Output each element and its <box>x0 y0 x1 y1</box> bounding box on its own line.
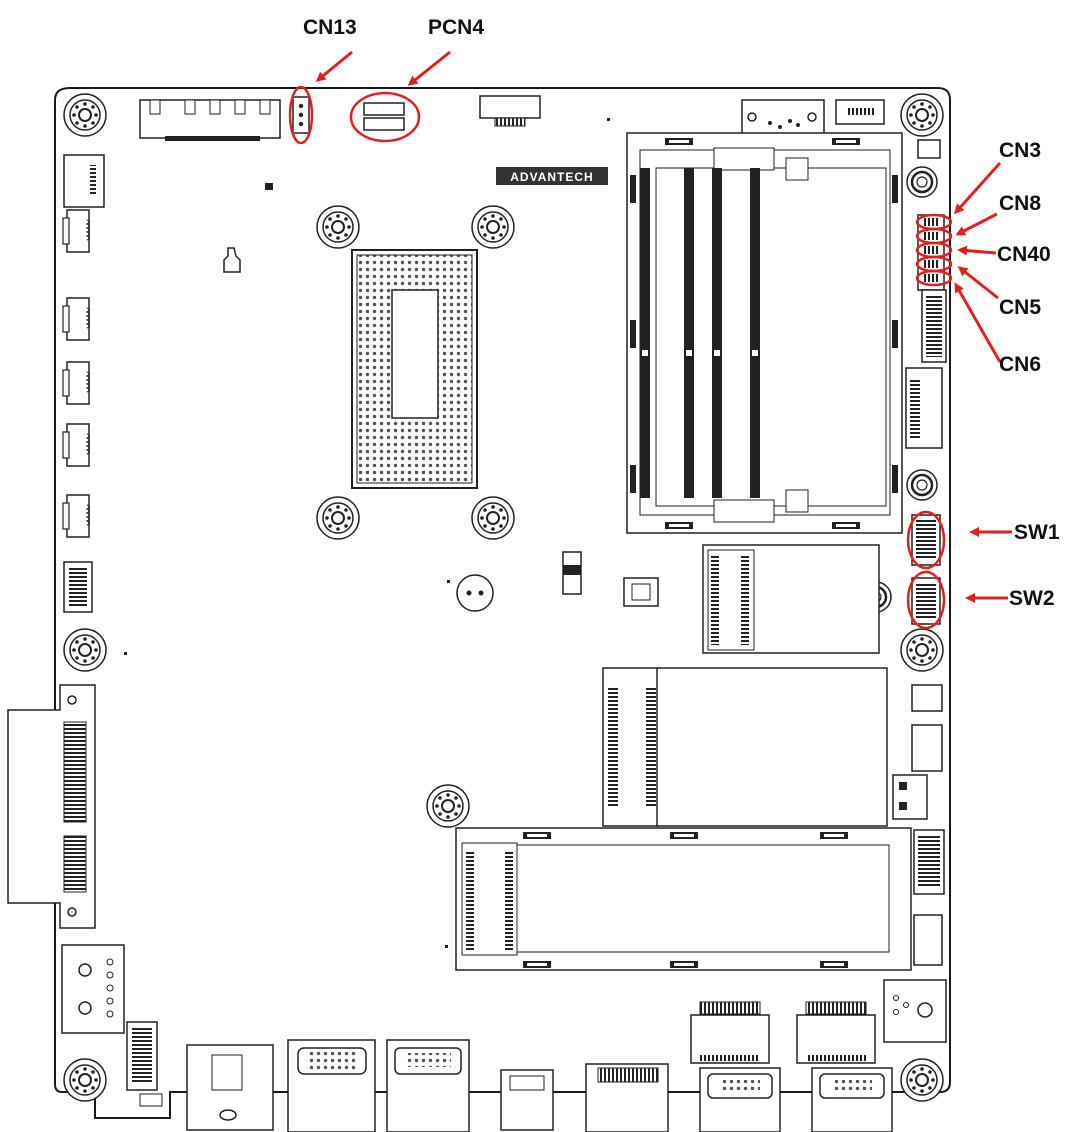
dimm-sockets <box>626 132 903 534</box>
right-lower-headers <box>445 684 947 1043</box>
callout-cn13: CN13 <box>303 16 357 39</box>
callout-cn8: CN8 <box>999 192 1042 215</box>
cn13-highlight <box>288 85 314 145</box>
cn6-highlight <box>915 269 953 287</box>
cn5-arrow <box>957 266 999 300</box>
cn6-arrow <box>954 282 1002 363</box>
pcn4-highlight <box>349 91 421 143</box>
right-headers <box>905 214 947 625</box>
highlight-markers <box>288 85 953 630</box>
advantech-logo: ADVANTECH <box>496 167 608 185</box>
cn13-arrow <box>315 50 353 82</box>
sw1-highlight <box>906 510 946 570</box>
callout-cn6: CN6 <box>999 353 1042 376</box>
left-edge-connectors <box>7 154 125 1034</box>
m2-slot-upper <box>702 544 880 654</box>
callout-sw2: SW2 <box>1009 587 1055 610</box>
bottom-io <box>126 1001 893 1132</box>
svg-text:ADVANTECH: ADVANTECH <box>510 170 593 184</box>
callout-sw1: SW1 <box>1014 521 1060 544</box>
m2-slot-long <box>455 827 912 971</box>
callout-pcn4: PCN4 <box>428 16 485 39</box>
callout-cn3: CN3 <box>999 139 1042 162</box>
cn8-arrow <box>955 212 998 236</box>
cpu-socket <box>351 249 478 489</box>
pcn4-arrow <box>407 50 451 86</box>
callout-arrows <box>315 50 1012 603</box>
mini-pcie-slot <box>602 667 888 827</box>
callout-cn40: CN40 <box>997 243 1051 266</box>
cn40-arrow <box>957 245 997 256</box>
callout-cn5: CN5 <box>999 296 1042 319</box>
sw2-highlight <box>906 570 946 630</box>
cn3-arrow <box>953 161 1002 215</box>
center-components <box>124 551 659 655</box>
top-connectors <box>139 95 941 273</box>
